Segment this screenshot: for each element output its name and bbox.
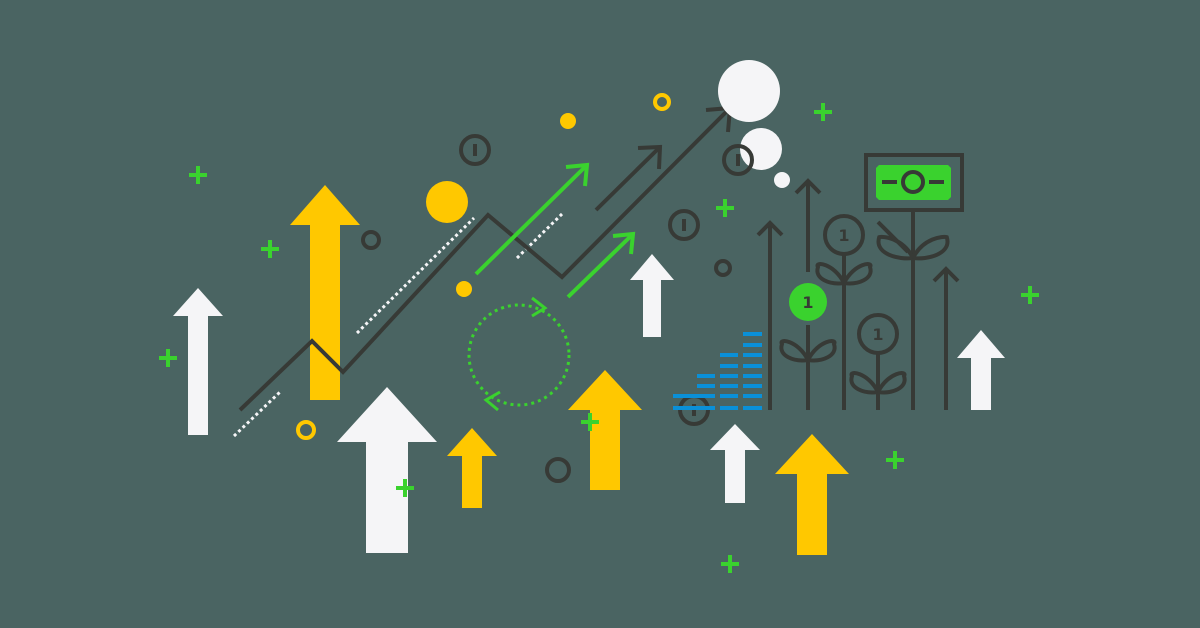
white-up-arrow-icon	[630, 254, 674, 337]
blue-bar-segment	[673, 394, 715, 398]
white-dot	[774, 172, 790, 188]
yellow-up-arrow-icon	[775, 434, 849, 555]
blue-bar-segment	[720, 384, 738, 388]
ring-icon	[714, 259, 732, 277]
blue-bar-segment	[720, 406, 738, 410]
cycle-arrowhead-icon	[483, 390, 501, 412]
white-up-arrow-icon	[957, 330, 1005, 410]
leaf-icon	[911, 234, 950, 261]
green-coin-icon	[789, 283, 827, 321]
white-up-arrow-icon	[337, 387, 437, 553]
white-up-arrow-icon	[173, 288, 223, 435]
green-arrowhead-icon	[612, 231, 636, 255]
blue-bar-segment	[743, 406, 762, 410]
ring-icon	[545, 457, 571, 483]
yellow-up-arrow-icon	[447, 428, 497, 508]
blue-bar-segment	[697, 406, 715, 410]
dotted-line	[515, 212, 564, 260]
plus-icon	[721, 555, 739, 573]
yellow-dot	[426, 181, 468, 223]
plus-icon	[814, 103, 832, 121]
plus-icon	[886, 451, 904, 469]
trend-line	[238, 106, 732, 412]
ring-icon	[361, 230, 381, 250]
blue-bar-segment	[743, 374, 762, 378]
yellow-up-arrow-icon	[568, 370, 642, 490]
leaf-vein	[876, 220, 910, 254]
ring-icon	[296, 420, 316, 440]
green-arrow-line	[474, 163, 589, 276]
leaf-icon	[815, 262, 846, 286]
leaf-icon	[779, 339, 810, 363]
coin-icon	[668, 209, 700, 241]
blue-bar-segment	[720, 374, 738, 378]
banknote-icon	[876, 165, 951, 200]
blue-bar-segment	[720, 394, 738, 398]
thin-arrowhead-icon	[794, 178, 822, 195]
blue-bar-segment	[697, 394, 715, 398]
money-frame	[864, 153, 964, 212]
leaf-icon	[842, 262, 873, 286]
blue-bar-segment	[720, 364, 738, 368]
coin-icon	[722, 144, 754, 176]
coin-icon	[459, 134, 491, 166]
white-dot	[718, 60, 780, 122]
plus-icon	[716, 199, 734, 217]
coin-icon	[857, 313, 899, 355]
coin-label-top: 1	[838, 226, 849, 245]
coin-label-low: 1	[872, 325, 883, 344]
trend-arrow-line	[594, 145, 662, 212]
thin-arrowhead-icon	[932, 266, 960, 283]
yellow-dot	[560, 113, 576, 129]
blue-bar-segment	[743, 353, 762, 357]
plus-icon	[159, 349, 177, 367]
green-arrow-line	[566, 232, 635, 299]
blue-bar-segment	[743, 343, 762, 347]
ring-icon	[653, 93, 671, 111]
coin-icon	[823, 214, 865, 256]
thin-arrowhead-icon	[756, 220, 784, 237]
blue-bar-segment	[697, 384, 715, 388]
yellow-dot	[456, 281, 472, 297]
blue-bar-segment	[697, 374, 715, 378]
leaf-icon	[849, 371, 880, 395]
blue-bar-segment	[743, 364, 762, 368]
blue-bar-segment	[673, 406, 715, 410]
banknote-circle	[901, 170, 925, 194]
cycle-circle	[467, 303, 571, 407]
plus-icon	[261, 240, 279, 258]
plus-icon	[581, 413, 599, 431]
blue-bar-segment	[743, 384, 762, 388]
plus-icon	[396, 479, 414, 497]
blue-bar-segment	[743, 332, 762, 336]
blue-bar-segment	[743, 394, 762, 398]
green-arrowhead-icon	[565, 162, 590, 187]
trend-arrowhead-icon	[637, 144, 663, 170]
plus-icon	[189, 166, 207, 184]
yellow-up-arrow-icon	[290, 185, 360, 400]
leaf-icon	[876, 371, 907, 395]
leaf-icon	[806, 339, 837, 363]
plus-icon	[1021, 286, 1039, 304]
coin-label-green: 1	[802, 293, 813, 312]
white-up-arrow-icon	[710, 424, 760, 503]
dotted-line	[232, 390, 282, 438]
cycle-arrowhead-icon	[531, 296, 548, 318]
blue-bar-segment	[720, 353, 738, 357]
